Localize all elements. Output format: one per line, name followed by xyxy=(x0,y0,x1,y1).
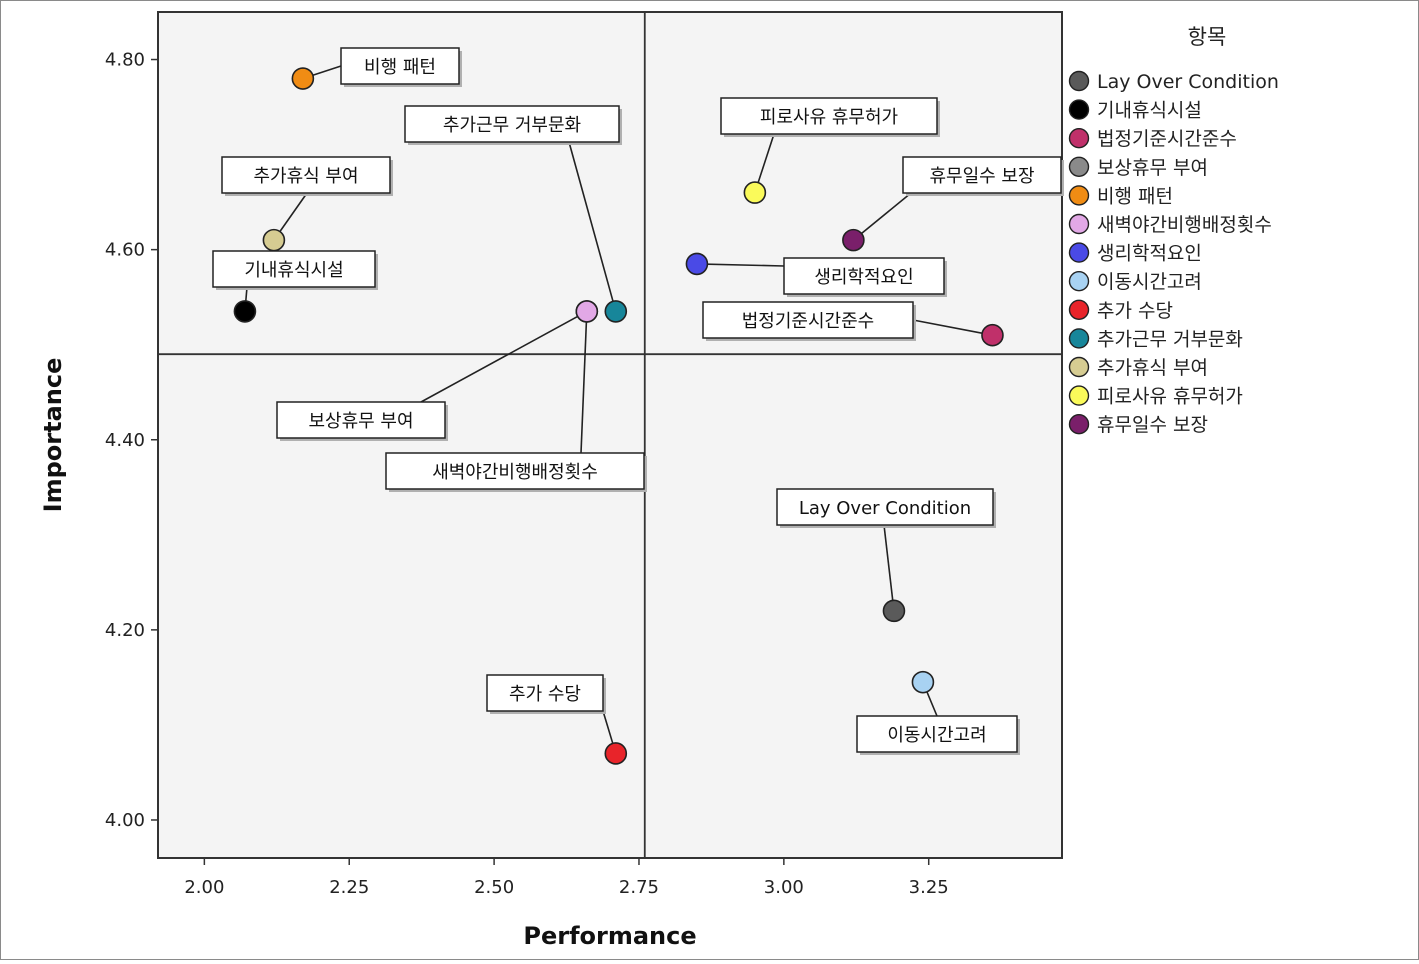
callout-box xyxy=(404,105,620,143)
y-tick-label: 4.20 xyxy=(105,620,145,641)
x-tick-label: 3.25 xyxy=(909,877,949,898)
x-tick-label: 2.25 xyxy=(329,877,369,898)
callout-leader-line xyxy=(912,319,993,336)
callout-box xyxy=(776,488,994,526)
callout-label: 추가 수당 xyxy=(509,684,581,705)
callout-leader-line xyxy=(883,524,895,611)
callout-box xyxy=(856,715,1018,753)
data-point xyxy=(291,67,315,90)
callout-label: 생리학적요인 xyxy=(814,267,913,288)
data-point xyxy=(233,300,257,323)
data-point xyxy=(743,181,767,204)
legend-label: 기내휴식시설 xyxy=(1097,100,1202,122)
legend-marker xyxy=(1068,99,1090,120)
callout-label: 법정기준시간준수 xyxy=(742,311,874,332)
callout-label: 피로사유 휴무허가 xyxy=(760,107,898,128)
data-point xyxy=(604,742,628,765)
legend-title: 항목 xyxy=(1188,25,1227,49)
callout-label: 추가근무 거부문화 xyxy=(443,115,581,136)
legend-label: 피로사유 휴무허가 xyxy=(1097,386,1243,408)
legend-marker xyxy=(1068,328,1090,349)
legend-marker xyxy=(1068,356,1090,378)
legend-marker xyxy=(1068,156,1090,178)
y-tick-label: 4.60 xyxy=(105,240,145,261)
legend-marker xyxy=(1068,127,1090,149)
legend-label: 새벽야간비행배정횟수 xyxy=(1097,214,1272,236)
y-tick-label: 4.80 xyxy=(105,50,145,71)
callout-leader-line xyxy=(852,192,912,241)
legend-label: 생리학적요인 xyxy=(1097,243,1202,265)
callout-label: 휴무일수 보장 xyxy=(929,166,1034,187)
callout-box xyxy=(702,301,914,339)
legend-label: 휴무일수 보장 xyxy=(1097,414,1208,436)
callout-label: 추가휴식 부여 xyxy=(253,166,358,187)
legend-marker xyxy=(1068,70,1090,92)
legend-marker xyxy=(1068,271,1090,292)
callout-label: 새벽야간비행배정횟수 xyxy=(432,462,598,483)
callout-label: 비행 패턴 xyxy=(364,57,436,78)
legend-label: 추가 수당 xyxy=(1097,300,1173,322)
x-tick-label: 2.50 xyxy=(474,877,514,898)
legend-marker xyxy=(1068,299,1090,320)
legend-label: 추가휴식 부여 xyxy=(1097,357,1208,379)
callout-leader-line xyxy=(696,263,785,267)
callout-box xyxy=(340,47,460,85)
callout-box xyxy=(221,156,391,194)
data-point xyxy=(575,300,599,323)
data-point xyxy=(911,670,935,694)
data-point xyxy=(882,599,906,623)
data-point xyxy=(842,228,865,252)
callout-label: 기내휴식시설 xyxy=(244,260,343,281)
legend-label: Lay Over Condition xyxy=(1097,71,1279,93)
callout-label: 이동시간고려 xyxy=(887,725,986,746)
y-axis-title: Importance xyxy=(39,358,67,513)
x-axis-title: Performance xyxy=(523,922,696,950)
legend: 항목 Lay Over Condition 기내휴식시설법정기준시간준수보상휴무 … xyxy=(1068,25,1279,436)
data-point xyxy=(604,300,628,323)
legend-label: 비행 패턴 xyxy=(1097,185,1173,207)
callout-box xyxy=(486,674,604,712)
legend-marker xyxy=(1068,213,1090,235)
legend-label: 이동시간고려 xyxy=(1097,271,1202,293)
legend-label: 추가근무 거부문화 xyxy=(1097,328,1243,350)
x-tick-label: 2.00 xyxy=(184,877,224,898)
x-tick-label: 2.75 xyxy=(619,877,659,898)
legend-marker xyxy=(1068,385,1090,406)
data-point xyxy=(262,228,286,252)
legend-label: 보상휴무 부여 xyxy=(1097,157,1208,179)
x-tick-label: 3.00 xyxy=(764,877,804,898)
y-tick-label: 4.40 xyxy=(105,430,145,451)
callout-label: Lay Over Condition xyxy=(799,498,971,519)
callout-box xyxy=(212,250,376,288)
legend-marker xyxy=(1068,414,1090,435)
callout-box xyxy=(783,257,945,295)
quadrant-lines xyxy=(158,12,1062,858)
callout-box xyxy=(902,156,1062,194)
data-point xyxy=(981,323,1004,347)
callout-leader-line xyxy=(568,141,617,312)
legend-label: 법정기준시간준수 xyxy=(1097,128,1237,150)
data-point xyxy=(685,252,709,276)
legend-marker xyxy=(1068,185,1090,206)
data-points xyxy=(233,67,1004,765)
axis-ticks: 2.00 2.25 2.50 2.75 3.00 3.25 4.00 4.20 4.40 4.60… xyxy=(105,50,949,898)
callout-leader-line xyxy=(420,310,588,403)
callout-box xyxy=(720,97,938,135)
y-tick-label: 4.00 xyxy=(105,810,145,831)
callout-box xyxy=(385,452,645,490)
callout-leader-line xyxy=(580,311,588,454)
callout-box xyxy=(276,401,446,439)
legend-marker xyxy=(1068,242,1090,263)
callout-label: 보상휴무 부여 xyxy=(308,411,413,432)
